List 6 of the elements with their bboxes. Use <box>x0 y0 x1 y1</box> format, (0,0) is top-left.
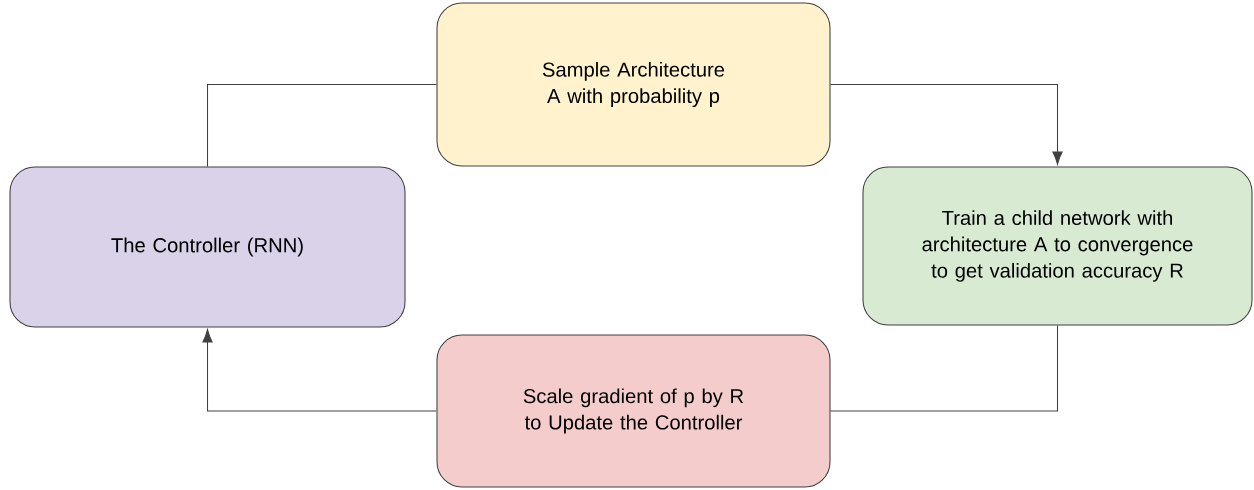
connector-arrow <box>202 329 437 412</box>
process-box: The Controller (RNN) <box>9 166 406 328</box>
connector-arrow <box>830 83 1063 165</box>
process-box: Sample Architecture A with probability p <box>436 2 831 167</box>
process-box: Scale gradient of p by R to Update the Controller <box>436 334 831 488</box>
process-box: Train a child network with architecture A to convergence to get validation accuracy R <box>862 166 1253 326</box>
